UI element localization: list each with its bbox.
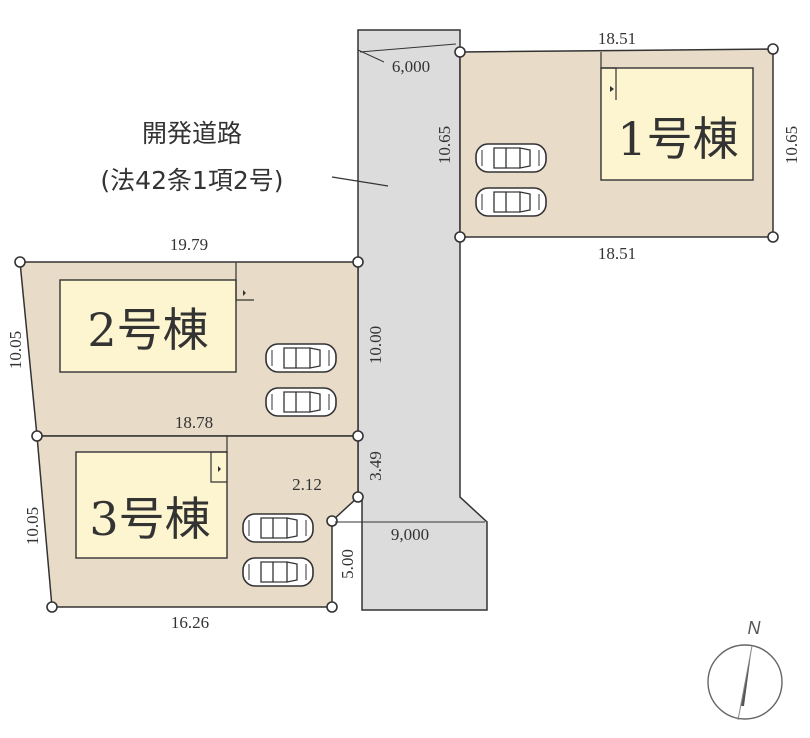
lot1-top-dim: 18.51 — [598, 29, 636, 48]
road-width-top: 6,000 — [392, 57, 430, 76]
car-icon — [265, 387, 337, 417]
lot3-chamfer-dim: 2.12 — [292, 475, 322, 494]
lot2-top-dim: 19.79 — [170, 235, 208, 254]
building-1-label: 1号棟 — [617, 112, 738, 166]
lot2-left-dim: 10.05 — [6, 331, 25, 369]
building-2-label: 2号棟 — [87, 303, 208, 357]
lot3-top-dim: 18.78 — [175, 413, 213, 432]
road-width-bottom: 9,000 — [391, 525, 429, 544]
building-3-outline — [75, 451, 228, 559]
lot1-right-dim: 10.65 — [782, 126, 801, 164]
car-icon — [242, 557, 314, 587]
road-label-line2: (法42条1項2号) — [100, 166, 283, 195]
building-1-outline — [600, 67, 754, 181]
road-label-line1: 開発道路 — [142, 119, 242, 148]
lot1-bottom-dim: 18.51 — [598, 244, 636, 263]
lot1-left-dim: 10.65 — [435, 126, 454, 164]
car-icon — [242, 513, 314, 543]
survey-points — [14, 43, 779, 613]
car-icon — [265, 343, 337, 373]
lot3-left-dim: 10.05 — [23, 507, 42, 545]
lot3-right-lower-dim: 5.00 — [338, 549, 357, 579]
building-3-label: 3号棟 — [89, 492, 210, 546]
compass-north-label: N — [748, 618, 762, 638]
building-2-outline — [59, 279, 237, 373]
lot3-right-upper-dim: 3.49 — [366, 451, 385, 481]
lot2-right-dim: 10.00 — [366, 326, 385, 364]
car-icon — [475, 187, 547, 217]
compass-icon: N — [707, 618, 783, 721]
car-icon — [475, 143, 547, 173]
lot3-bottom-dim: 16.26 — [171, 613, 209, 632]
